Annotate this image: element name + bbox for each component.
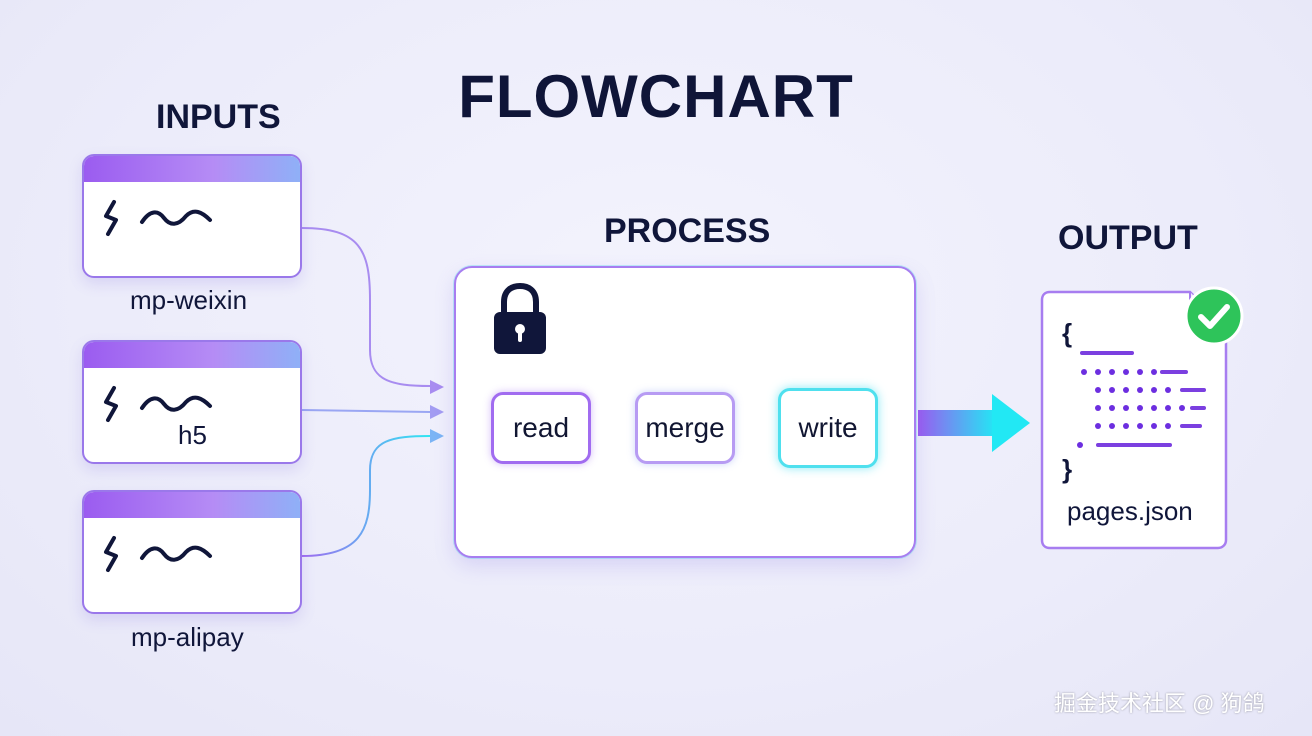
- terminal-icon: [104, 386, 212, 422]
- input-card-h5: [82, 340, 302, 464]
- connector-weixin: [301, 227, 431, 387]
- json-line: [1190, 406, 1206, 410]
- json-brace-close: }: [1062, 454, 1073, 484]
- watermark: 掘金技术社区 @ 狗鸽: [1054, 691, 1265, 716]
- card-title-bar: [84, 156, 300, 182]
- arrowhead-h5: [430, 405, 444, 419]
- json-line: [1160, 370, 1188, 374]
- check-icon: [1184, 286, 1244, 346]
- step-read: read: [491, 392, 591, 464]
- step-merge: merge: [635, 392, 735, 464]
- card-title-bar: [84, 492, 300, 518]
- diagram-title: FLOWCHART: [458, 63, 854, 130]
- lock-icon: [494, 282, 546, 354]
- json-line: [1096, 443, 1172, 447]
- json-line: [1180, 424, 1202, 428]
- input-name-h5: h5: [178, 420, 207, 450]
- process-section-label: PROCESS: [604, 212, 771, 250]
- input-card-mp-weixin: [82, 154, 302, 278]
- input-name-mp-weixin: mp-weixin: [130, 285, 248, 315]
- terminal-icon: [104, 536, 212, 572]
- json-line: [1080, 351, 1134, 355]
- json-line: [1180, 388, 1206, 392]
- output-arrow-shaft: [918, 410, 996, 436]
- connector-alipay: [301, 435, 431, 557]
- output-file-name: pages.json: [1067, 496, 1193, 526]
- input-name-mp-alipay: mp-alipay: [131, 622, 244, 652]
- connector-h5: [301, 409, 431, 413]
- output-section-label: OUTPUT: [1058, 219, 1198, 257]
- arrowhead-weixin: [430, 380, 444, 394]
- step-write: write: [778, 388, 878, 468]
- json-brace-open: {: [1062, 318, 1073, 348]
- inputs-section-label: INPUTS: [156, 98, 281, 136]
- card-title-bar: [84, 342, 300, 368]
- terminal-icon: [104, 200, 212, 236]
- arrowhead-alipay: [430, 429, 444, 443]
- input-card-mp-alipay: [82, 490, 302, 614]
- output-arrow-head: [992, 394, 1030, 452]
